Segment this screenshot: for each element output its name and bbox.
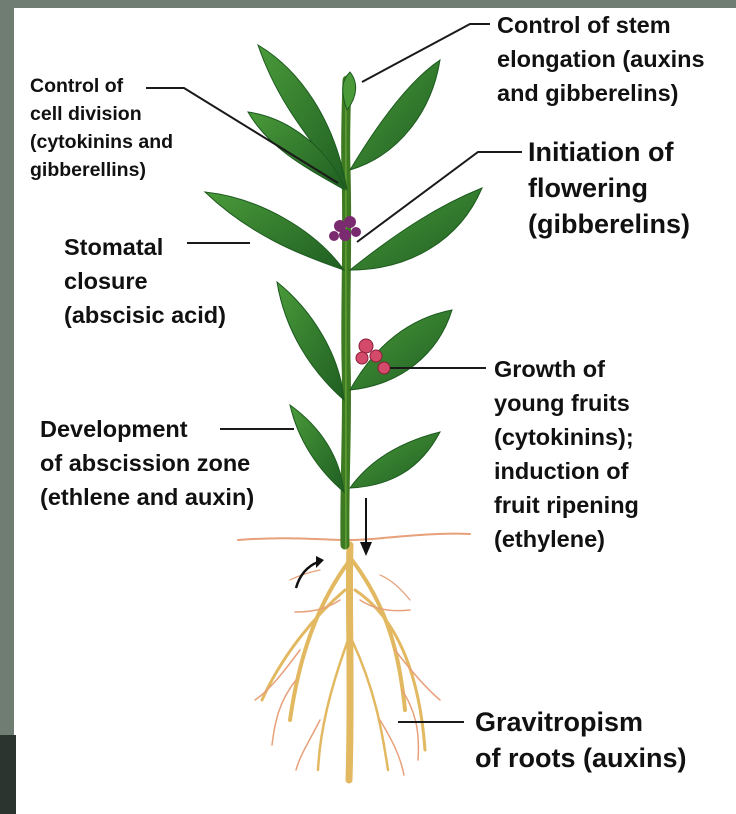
leaf xyxy=(350,60,440,170)
label-stomatal: Stomatal closure (abscisic acid) xyxy=(64,230,226,332)
flower-cluster xyxy=(329,216,361,241)
leaf xyxy=(350,188,482,270)
label-fruits: Growth of young fruits (cytokinins); ind… xyxy=(494,352,639,556)
label-gravitropism: Gravitropism of roots (auxins) xyxy=(475,704,687,776)
root-system xyxy=(238,534,470,780)
label-flowering: Initiation of flowering (gibberelins) xyxy=(528,134,690,242)
label-stem-elongation: Control of stem elongation (auxins and g… xyxy=(497,8,705,110)
label-cell-division: Control of cell division (cytokinins and… xyxy=(30,72,173,184)
stem xyxy=(345,80,347,545)
leaf xyxy=(350,432,440,488)
leaf xyxy=(277,282,344,400)
label-abscission: Development of abscission zone (ethlene … xyxy=(40,412,254,514)
leaf xyxy=(290,405,344,492)
